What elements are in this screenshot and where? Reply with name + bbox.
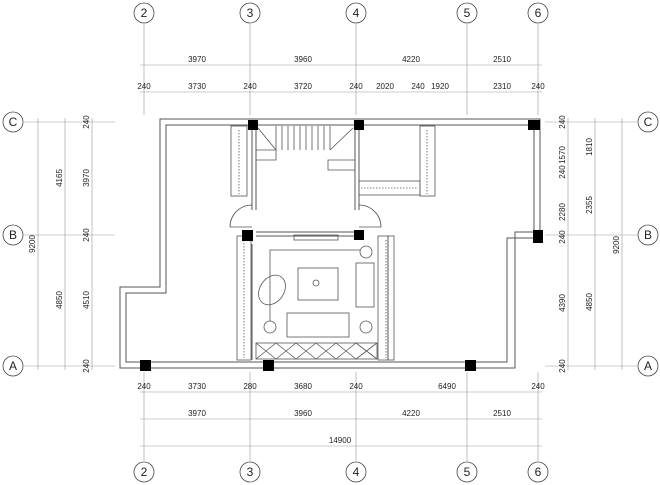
dimension-label: 240 [82,359,91,373]
grid-column-label: 4 [353,465,360,479]
dimension-label: 9200 [612,236,621,254]
staircase [256,126,355,171]
dimension-label: 240 [243,82,257,91]
grid-column-label: 3 [247,6,254,20]
dimension-label: 240 [531,82,545,91]
grid-column-label: 6 [535,465,542,479]
dimension-labels: 3970 3960 4220 2510 240 3730 240 3720 240 2020 240… [28,55,621,445]
dimension-label: 2355 [585,196,594,214]
dimension-label: 3730 [188,82,206,91]
grid-row-label: A [644,359,652,373]
grid-column-label: 5 [464,465,471,479]
dimension-label: 4850 [55,291,64,309]
grid-bubble [637,111,659,133]
dimension-label: 3970 [188,409,206,418]
grid-bubble [133,2,155,24]
dimension-label: 3960 [294,409,312,418]
grid-bubble [2,355,24,377]
grid-bubble [2,111,24,133]
grid-bubble [2,224,24,246]
dimension-label: 6490 [438,382,456,391]
dimension-label: 2020 [376,82,394,91]
grid-bubble [527,2,549,24]
dimension-label: 4220 [402,409,420,418]
dimension-label: 4165 [55,169,64,187]
dimension-label: 3720 [294,82,312,91]
side-sofa [355,262,375,308]
dimension-label: 240 [558,165,567,179]
grid-row-label: A [9,359,17,373]
dimension-label: 240 [137,82,151,91]
dimension-label: 1570 [558,146,567,164]
grid-bubble [345,461,367,483]
dimension-label: 1810 [585,138,594,156]
dimension-label: 1920 [431,82,449,91]
dimension-label: 280 [243,382,257,391]
dimension-label: 240 [349,82,363,91]
dimension-label: 4510 [82,291,91,309]
dimension-label: 3970 [188,55,206,64]
grid-column-label: 2 [141,6,148,20]
dimension-label: 2280 [558,203,567,221]
grid-column-label: 2 [141,465,148,479]
dimension-label: 240 [82,228,91,242]
grid-bubble [527,461,549,483]
grid-bubble [456,2,478,24]
doors [229,204,382,228]
coffee-table [297,267,339,301]
dimension-label: 240 [137,382,151,391]
dimension-label: 4390 [558,294,567,312]
dimension-label: 4220 [402,55,420,64]
grid-bubble [345,2,367,24]
grid-bubble [456,461,478,483]
dimension-label: 3680 [294,382,312,391]
total-width-label: 14900 [329,436,352,445]
dimension-label: 240 [558,230,567,244]
exterior-walls [119,118,541,369]
dimension-label: 4850 [585,293,594,311]
dimension-label: 3970 [82,169,91,187]
grid-column-label: 6 [535,6,542,20]
grid-bubble [239,2,261,24]
grid-row-label: C [9,115,18,129]
interior-walls [251,130,389,360]
dimension-label: 9200 [28,235,37,253]
dimension-label: 240 [558,359,567,373]
sofa [286,312,350,338]
wardrobes [230,125,436,361]
dimension-label: 240 [531,382,545,391]
grid-bubble [239,461,261,483]
dimension-label: 240 [411,82,425,91]
grid-bubble [637,224,659,246]
dimension-label: 240 [82,115,91,129]
living-room-furniture [258,234,375,338]
grid-bubble [133,461,155,483]
grid-column-label: 3 [247,465,254,479]
grid-bubble [637,355,659,377]
grid-row-label: B [644,228,652,242]
dimension-label: 2510 [493,55,511,64]
grid-column-label: 4 [353,6,360,20]
dimension-label: 3960 [294,55,312,64]
grid-lines [24,24,637,461]
armchair [258,274,286,306]
grid-row-label: C [644,115,653,129]
dimension-label: 240 [349,382,363,391]
structural-columns [140,120,543,371]
dimension-label: 2310 [493,82,511,91]
dimension-lines [37,64,623,447]
dimension-label: 240 [558,115,567,129]
dimension-label: 2510 [493,409,511,418]
grid-column-label: 5 [464,6,471,20]
grid-row-label: B [9,228,17,242]
dimension-label: 3730 [188,382,206,391]
